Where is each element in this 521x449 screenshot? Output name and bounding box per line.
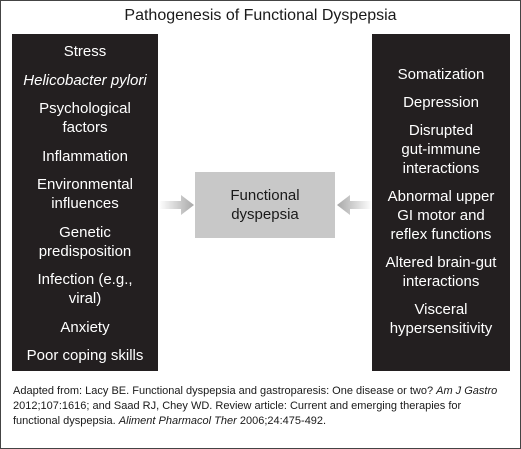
citation-part3: 2006;24:475-492. (236, 415, 327, 427)
source-citation: Adapted from: Lacy BE. Functional dyspep… (13, 384, 508, 429)
right-arrow-icon (159, 195, 194, 215)
left-factor-item: Infection (e.g.,viral) (37, 271, 133, 307)
left-arrow-icon (337, 195, 372, 215)
center-label-line2: dyspepsia (231, 206, 299, 223)
citation-part1: Adapted from: Lacy BE. Functional dyspep… (13, 385, 437, 397)
citation-journal2: Aliment Pharmacol Ther (118, 415, 237, 427)
functional-dyspepsia-box: Functional dyspepsia (195, 172, 335, 238)
diagram-title: Pathogenesis of Functional Dyspepsia (124, 7, 397, 24)
left-factor-item: Stress (63, 43, 107, 60)
left-factor-item: Inflammation (42, 147, 128, 165)
left-factor-item: Poor coping skills (26, 347, 144, 364)
center-label-line1: Functional (230, 187, 300, 204)
citation-part2: 2012;107:1616; and Saad RJ, Chey WD. Rev… (13, 400, 462, 427)
left-factor-item: Anxiety (60, 318, 110, 336)
citation-journal1: Am J Gastro (436, 385, 498, 397)
left-factor-item: Helicobacter pylori (23, 71, 147, 89)
right-factor-item: Depression (403, 94, 479, 111)
right-factor-item: Somatization (397, 66, 485, 83)
